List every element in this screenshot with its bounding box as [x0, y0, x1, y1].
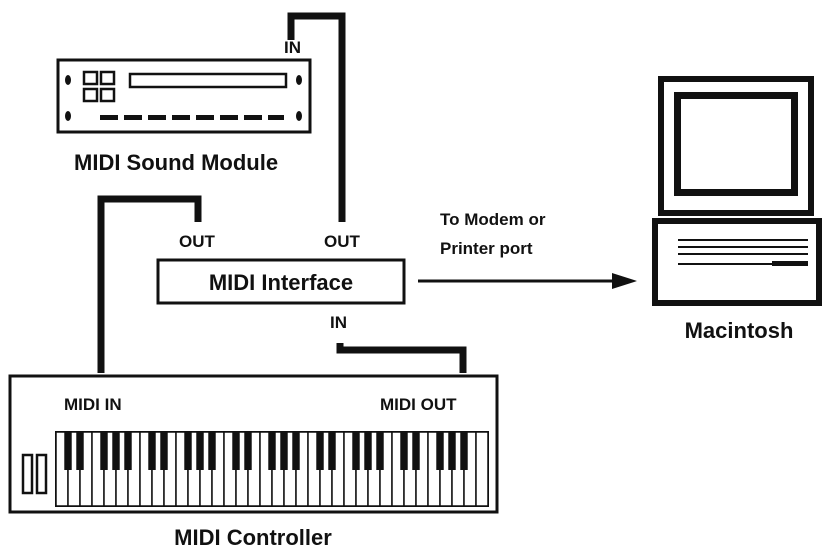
black-key [316, 432, 324, 470]
module-display [128, 72, 288, 89]
black-key [376, 432, 384, 470]
cable-controller-to-interface [336, 343, 467, 373]
interface-label: MIDI Interface [209, 270, 353, 295]
black-key [280, 432, 288, 470]
black-key [460, 432, 468, 470]
module-button-icon [82, 70, 99, 86]
white-key [475, 431, 489, 507]
midi-interface: MIDI Interface [156, 258, 406, 305]
interface-out-right-label: OUT [324, 232, 361, 251]
cable-interface-to-module [287, 12, 346, 222]
black-key [352, 432, 360, 470]
piano-keys [55, 431, 489, 507]
arrow-head-icon [612, 273, 637, 289]
midi-cables [97, 12, 467, 373]
black-key [148, 432, 156, 470]
black-key [328, 432, 336, 470]
black-key [268, 432, 276, 470]
black-key [196, 432, 204, 470]
connection-arrow: To Modem or Printer port [418, 210, 637, 289]
black-key [292, 432, 300, 470]
controller-label: MIDI Controller [174, 525, 332, 550]
cable-interface-to-controller [97, 195, 202, 373]
macintosh-computer: Macintosh [652, 76, 822, 343]
sound-module-label: MIDI Sound Module [74, 150, 278, 175]
mod-wheel-icon [35, 453, 48, 495]
black-key [160, 432, 168, 470]
connection-label-line2: Printer port [440, 239, 533, 258]
black-key [100, 432, 108, 470]
pitch-wheel-icon [21, 453, 34, 495]
midi-sound-module: MIDI Sound Module [56, 58, 312, 175]
interface-box [156, 258, 406, 305]
black-key [64, 432, 72, 470]
black-key [364, 432, 372, 470]
rack-screw-icon [65, 111, 71, 121]
rack-screw-icon [296, 75, 302, 85]
controller-midi-in-label: MIDI IN [64, 395, 122, 414]
black-key [244, 432, 252, 470]
interface-in-label: IN [330, 313, 347, 332]
black-key [208, 432, 216, 470]
cpu-slot-bar [772, 261, 808, 266]
floppy-slot-icon [678, 239, 808, 265]
module-slot-row [100, 115, 284, 120]
sound-module-in-label: IN [284, 38, 301, 57]
black-key [448, 432, 456, 470]
black-key [184, 432, 192, 470]
rack-screw-icon [65, 75, 71, 85]
connection-label-line1: To Modem or [440, 210, 546, 229]
rack-screw-icon [296, 111, 302, 121]
black-key [232, 432, 240, 470]
module-button-icon [82, 87, 99, 103]
module-button-icon [99, 70, 116, 86]
module-button-icon [99, 87, 116, 103]
computer-label: Macintosh [685, 318, 794, 343]
midi-controller: MIDI IN MIDI OUT MIDI Controller [8, 374, 499, 550]
black-key [124, 432, 132, 470]
black-key [412, 432, 420, 470]
controller-midi-out-label: MIDI OUT [380, 395, 457, 414]
monitor-screen [681, 99, 791, 189]
black-key [400, 432, 408, 470]
black-key [76, 432, 84, 470]
black-key [436, 432, 444, 470]
interface-out-left-label: OUT [179, 232, 216, 251]
black-key [112, 432, 120, 470]
